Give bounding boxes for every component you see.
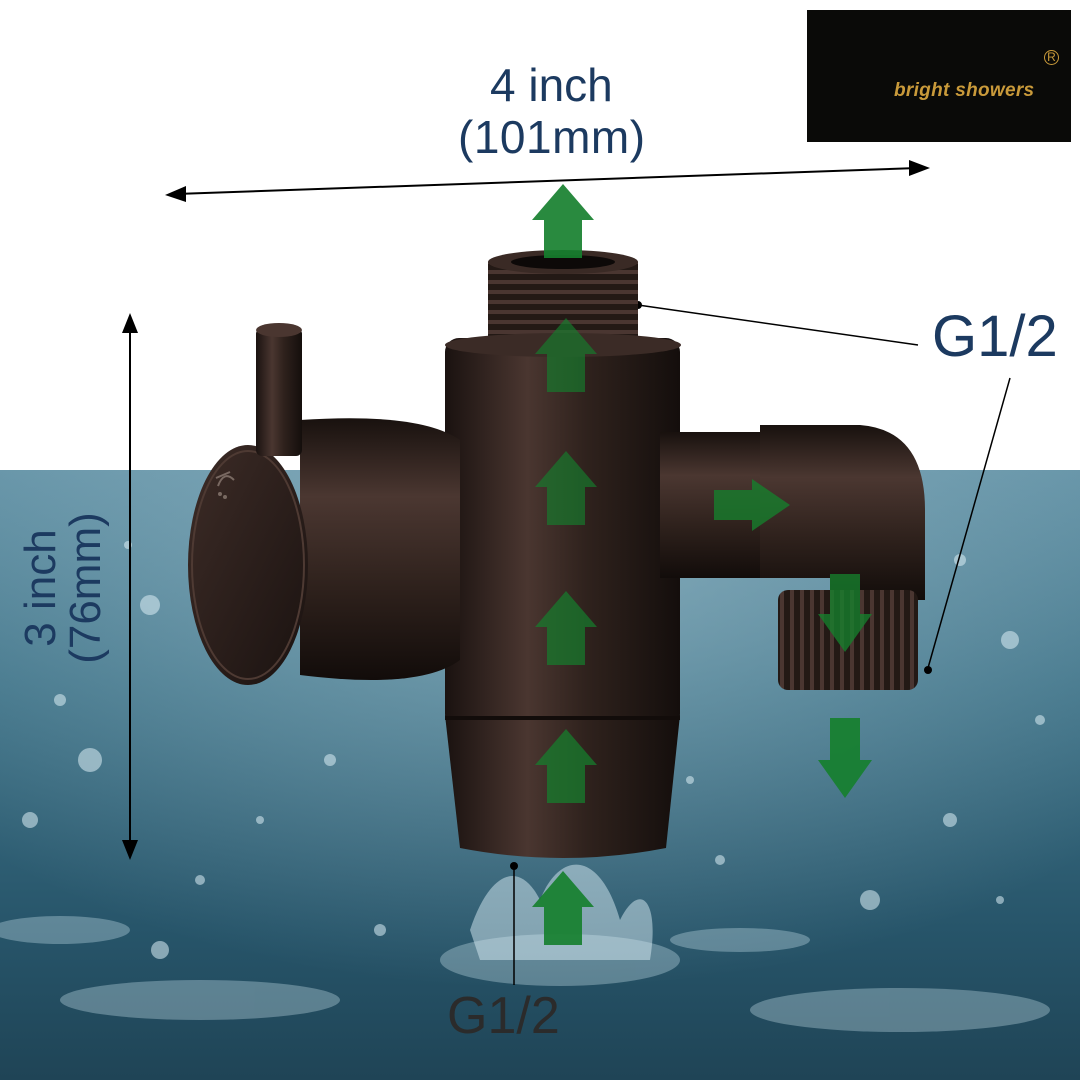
inlet-port-label: G1/2	[447, 987, 560, 1045]
flow-arrow-right	[714, 479, 790, 531]
knob-cap	[188, 445, 308, 685]
height-dimension-arrow	[122, 313, 138, 860]
brand-logo: bright showers R	[807, 10, 1071, 142]
port-leader-lines	[513, 304, 1011, 985]
flow-arrows	[532, 184, 872, 945]
brand-name: bright showers	[894, 80, 1035, 101]
flow-arrow-up-6	[532, 871, 594, 945]
height-dimension-inch: 3 inch	[16, 529, 66, 647]
outlet-port-label: G1/2	[932, 304, 1058, 369]
registered-mark: R	[1044, 50, 1059, 65]
flow-arrow-up-2	[535, 318, 597, 392]
width-dimension-label: 4 inch	[490, 59, 613, 111]
diverter-valve	[188, 250, 925, 858]
width-dimension-metric-label: (101mm)	[458, 111, 646, 163]
width-dimension-arrow	[165, 160, 930, 202]
flow-arrow-down-2	[818, 718, 872, 798]
diverter-lever	[256, 328, 302, 456]
main-body	[445, 338, 680, 728]
shower-icon	[215, 471, 235, 499]
water-droplets	[22, 541, 1045, 959]
flow-arrow-up-5	[535, 729, 597, 803]
height-dimension-metric: (76mm)	[61, 512, 110, 664]
flow-arrow-up-3	[535, 451, 597, 525]
flow-arrow-up-1	[532, 184, 594, 258]
flow-arrow-up-4	[535, 591, 597, 665]
flow-arrow-down-1	[818, 574, 872, 652]
knob-body	[300, 418, 460, 680]
